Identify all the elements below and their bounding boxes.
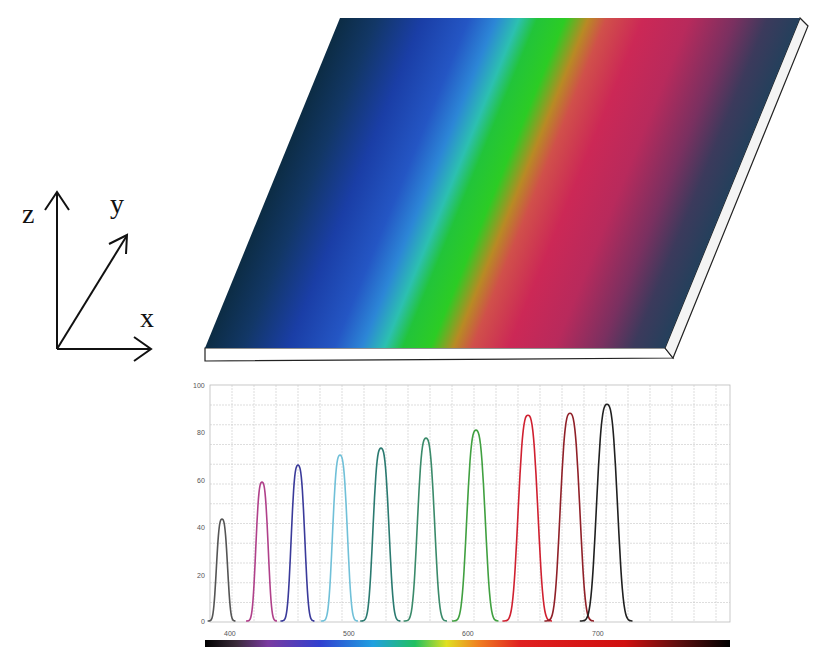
transmission-peak <box>404 438 447 621</box>
transmission-peak <box>246 482 277 621</box>
transmission-peak <box>321 455 358 621</box>
tick-label: 20 <box>197 572 205 579</box>
grid-line <box>210 405 730 406</box>
grid-line <box>210 503 730 504</box>
axis-label: z <box>22 200 34 228</box>
spectrum-bar <box>205 640 730 647</box>
tick-label: 700 <box>592 630 604 637</box>
grid-line <box>210 424 730 425</box>
tick-label: 60 <box>197 477 205 484</box>
tick-label: 600 <box>462 630 474 637</box>
transmission-peak <box>208 519 236 621</box>
grid-line <box>210 523 730 524</box>
tick-label: 0 <box>201 618 205 625</box>
tick-label: 400 <box>224 630 236 637</box>
axis-arrows <box>45 192 151 361</box>
tick-label: 500 <box>343 630 355 637</box>
axis-label: x <box>140 304 154 332</box>
grid-line <box>210 563 730 564</box>
grid-line <box>210 444 730 445</box>
transmission-chart <box>205 385 730 647</box>
transmission-peak <box>360 448 400 621</box>
grid-line <box>210 484 730 485</box>
transmission-peak <box>280 465 314 621</box>
transmission-peak <box>452 430 499 621</box>
filter-plate <box>205 18 808 361</box>
transmission-peak <box>544 413 594 621</box>
grid-line <box>210 543 730 544</box>
axis-label: y <box>110 190 124 218</box>
transmission-peak <box>580 404 633 621</box>
grid-line <box>210 582 730 583</box>
tick-label: 80 <box>197 429 205 436</box>
tick-label: 100 <box>193 382 205 389</box>
transmission-peak <box>502 415 552 621</box>
tick-label: 40 <box>197 524 205 531</box>
